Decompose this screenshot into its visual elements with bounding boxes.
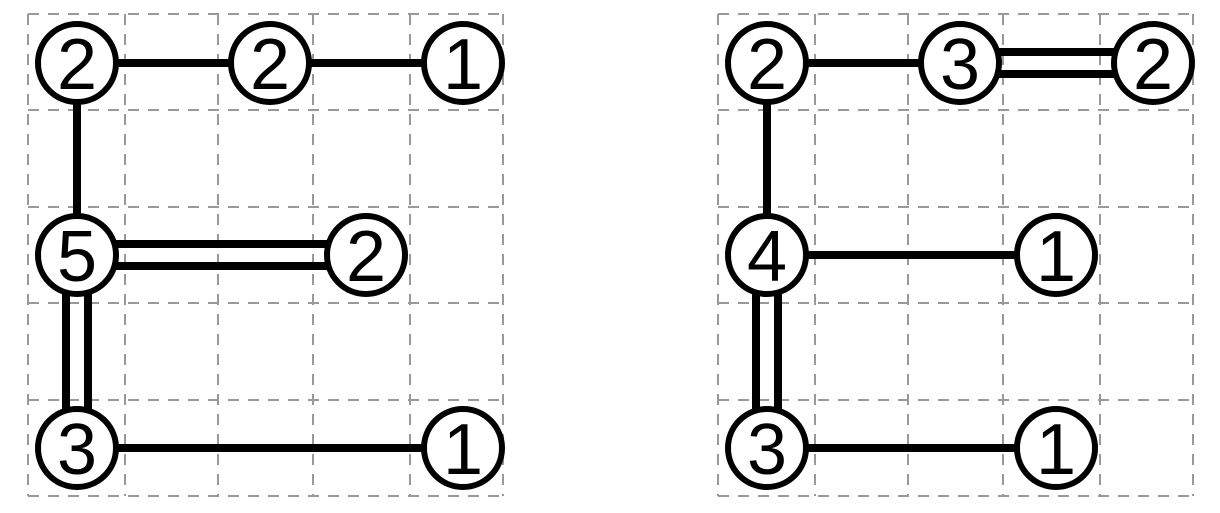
node-circle-L-C[interactable] — [421, 21, 505, 105]
node-circle-L-D[interactable] — [35, 213, 119, 297]
graph-node-R-B[interactable]: 3 — [918, 21, 1002, 105]
graph-node-L-D[interactable]: 5 — [35, 213, 119, 297]
node-label-R-E: 1 — [1036, 217, 1076, 297]
node-label-R-D: 4 — [747, 217, 787, 297]
node-label-L-G: 1 — [443, 410, 483, 490]
node-label-R-A: 2 — [747, 25, 787, 105]
edge-layer — [62, 59, 426, 452]
node-label-L-D: 5 — [57, 217, 97, 297]
node-label-L-C: 1 — [443, 25, 483, 105]
graph-node-R-D[interactable]: 4 — [725, 213, 809, 297]
dashed-grid — [27, 13, 504, 497]
graph-node-R-E[interactable]: 1 — [1014, 213, 1098, 297]
node-circle-L-G[interactable] — [421, 406, 505, 490]
node-label-R-C: 2 — [1133, 25, 1173, 105]
node-circle-R-C[interactable] — [1111, 21, 1195, 105]
node-label-L-A: 2 — [57, 25, 97, 105]
node-circle-R-A[interactable] — [725, 21, 809, 105]
graph-node-L-C[interactable]: 1 — [421, 21, 505, 105]
node-label-L-B: 2 — [250, 25, 290, 105]
node-circle-R-B[interactable] — [918, 21, 1002, 105]
graph-node-L-F[interactable]: 3 — [35, 406, 119, 490]
node-circle-L-F[interactable] — [35, 406, 119, 490]
graph-node-L-E[interactable]: 2 — [324, 213, 408, 297]
node-layer: 2 2 1 5 2 3 1 — [35, 21, 505, 490]
graph-node-R-C[interactable]: 2 — [1111, 21, 1195, 105]
node-circle-R-G[interactable] — [1014, 406, 1098, 490]
node-circle-R-F[interactable] — [725, 406, 809, 490]
graph-node-L-G[interactable]: 1 — [421, 406, 505, 490]
edge-layer — [752, 48, 1118, 452]
node-label-R-B: 3 — [940, 25, 980, 105]
left-labelled-graph: 2 2 1 5 2 3 1 — [27, 13, 505, 497]
right-labelled-graph: 2 3 2 4 1 3 1 — [717, 13, 1195, 497]
node-layer: 2 3 2 4 1 3 1 — [725, 21, 1195, 490]
node-circle-L-E[interactable] — [324, 213, 408, 297]
node-circle-L-B[interactable] — [228, 21, 312, 105]
graph-node-L-A[interactable]: 2 — [35, 21, 119, 105]
node-label-L-E: 2 — [346, 217, 386, 297]
graph-node-R-F[interactable]: 3 — [725, 406, 809, 490]
node-circle-R-D[interactable] — [725, 213, 809, 297]
node-label-R-G: 1 — [1036, 410, 1076, 490]
node-circle-R-E[interactable] — [1014, 213, 1098, 297]
graph-node-R-G[interactable]: 1 — [1014, 406, 1098, 490]
graph-node-R-A[interactable]: 2 — [725, 21, 809, 105]
node-label-L-F: 3 — [57, 410, 97, 490]
node-circle-L-A[interactable] — [35, 21, 119, 105]
graph-node-L-B[interactable]: 2 — [228, 21, 312, 105]
node-label-R-F: 3 — [747, 410, 787, 490]
